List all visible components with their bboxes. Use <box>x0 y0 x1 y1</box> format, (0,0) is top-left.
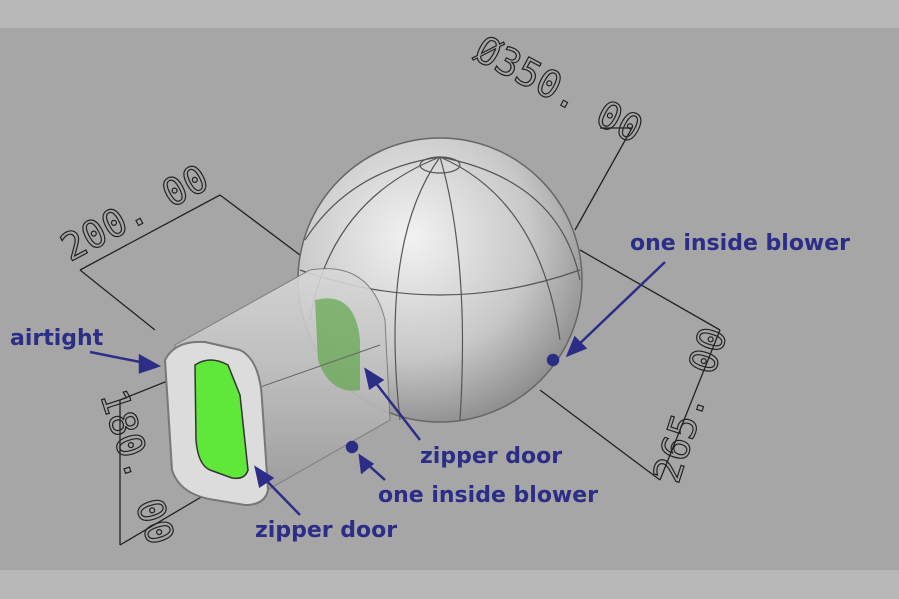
tunnel <box>163 268 391 507</box>
label-airtight: airtight <box>10 326 104 351</box>
inner-zipper-door <box>315 298 360 391</box>
front-zipper-door <box>194 359 249 480</box>
label-zipper-door-front: zipper door <box>255 518 397 543</box>
callout-arrows <box>89 261 666 516</box>
label-zipper-door-inner: zipper door <box>420 444 562 469</box>
bottom-band <box>0 570 899 599</box>
label-blower-tunnel: one inside blower <box>378 483 598 508</box>
label-blower-sphere: one inside blower <box>630 231 850 256</box>
top-band <box>0 0 899 28</box>
